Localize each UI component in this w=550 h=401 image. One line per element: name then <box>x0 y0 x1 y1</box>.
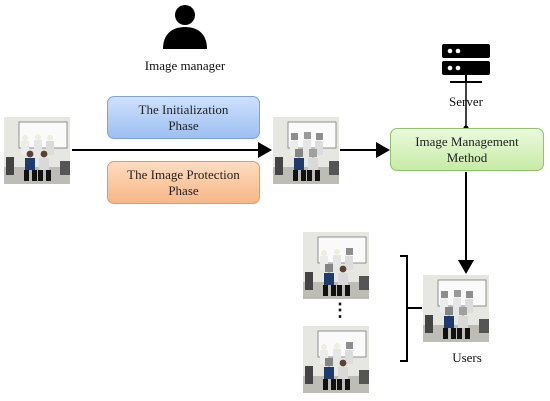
image-management-method-box: Image Management Method <box>390 128 544 171</box>
users-label: Users <box>452 350 482 365</box>
users-bracket <box>400 255 422 362</box>
user-photo-2 <box>302 325 370 394</box>
server-label: Server <box>449 94 483 109</box>
image-manager-label: Image manager <box>144 58 226 73</box>
protection-line2: Phase <box>168 182 199 198</box>
person-icon <box>163 5 207 49</box>
original-photo <box>3 116 71 185</box>
initialization-line2: Phase <box>168 117 199 133</box>
protected-photo <box>272 116 340 185</box>
protection-line1: The Image Protection <box>127 166 240 182</box>
initialization-line1: The Initialization <box>138 101 229 117</box>
ellipsis: ⋮ <box>331 300 349 320</box>
initialization-phase-box: The Initialization Phase <box>107 96 260 139</box>
user-photo-1 <box>302 231 370 300</box>
image-protection-phase-box: The Image Protection Phase <box>107 161 260 204</box>
method-line1: Image Management <box>415 133 519 149</box>
server-icon <box>442 44 490 83</box>
method-line2: Method <box>446 149 488 165</box>
served-photo <box>422 274 490 343</box>
